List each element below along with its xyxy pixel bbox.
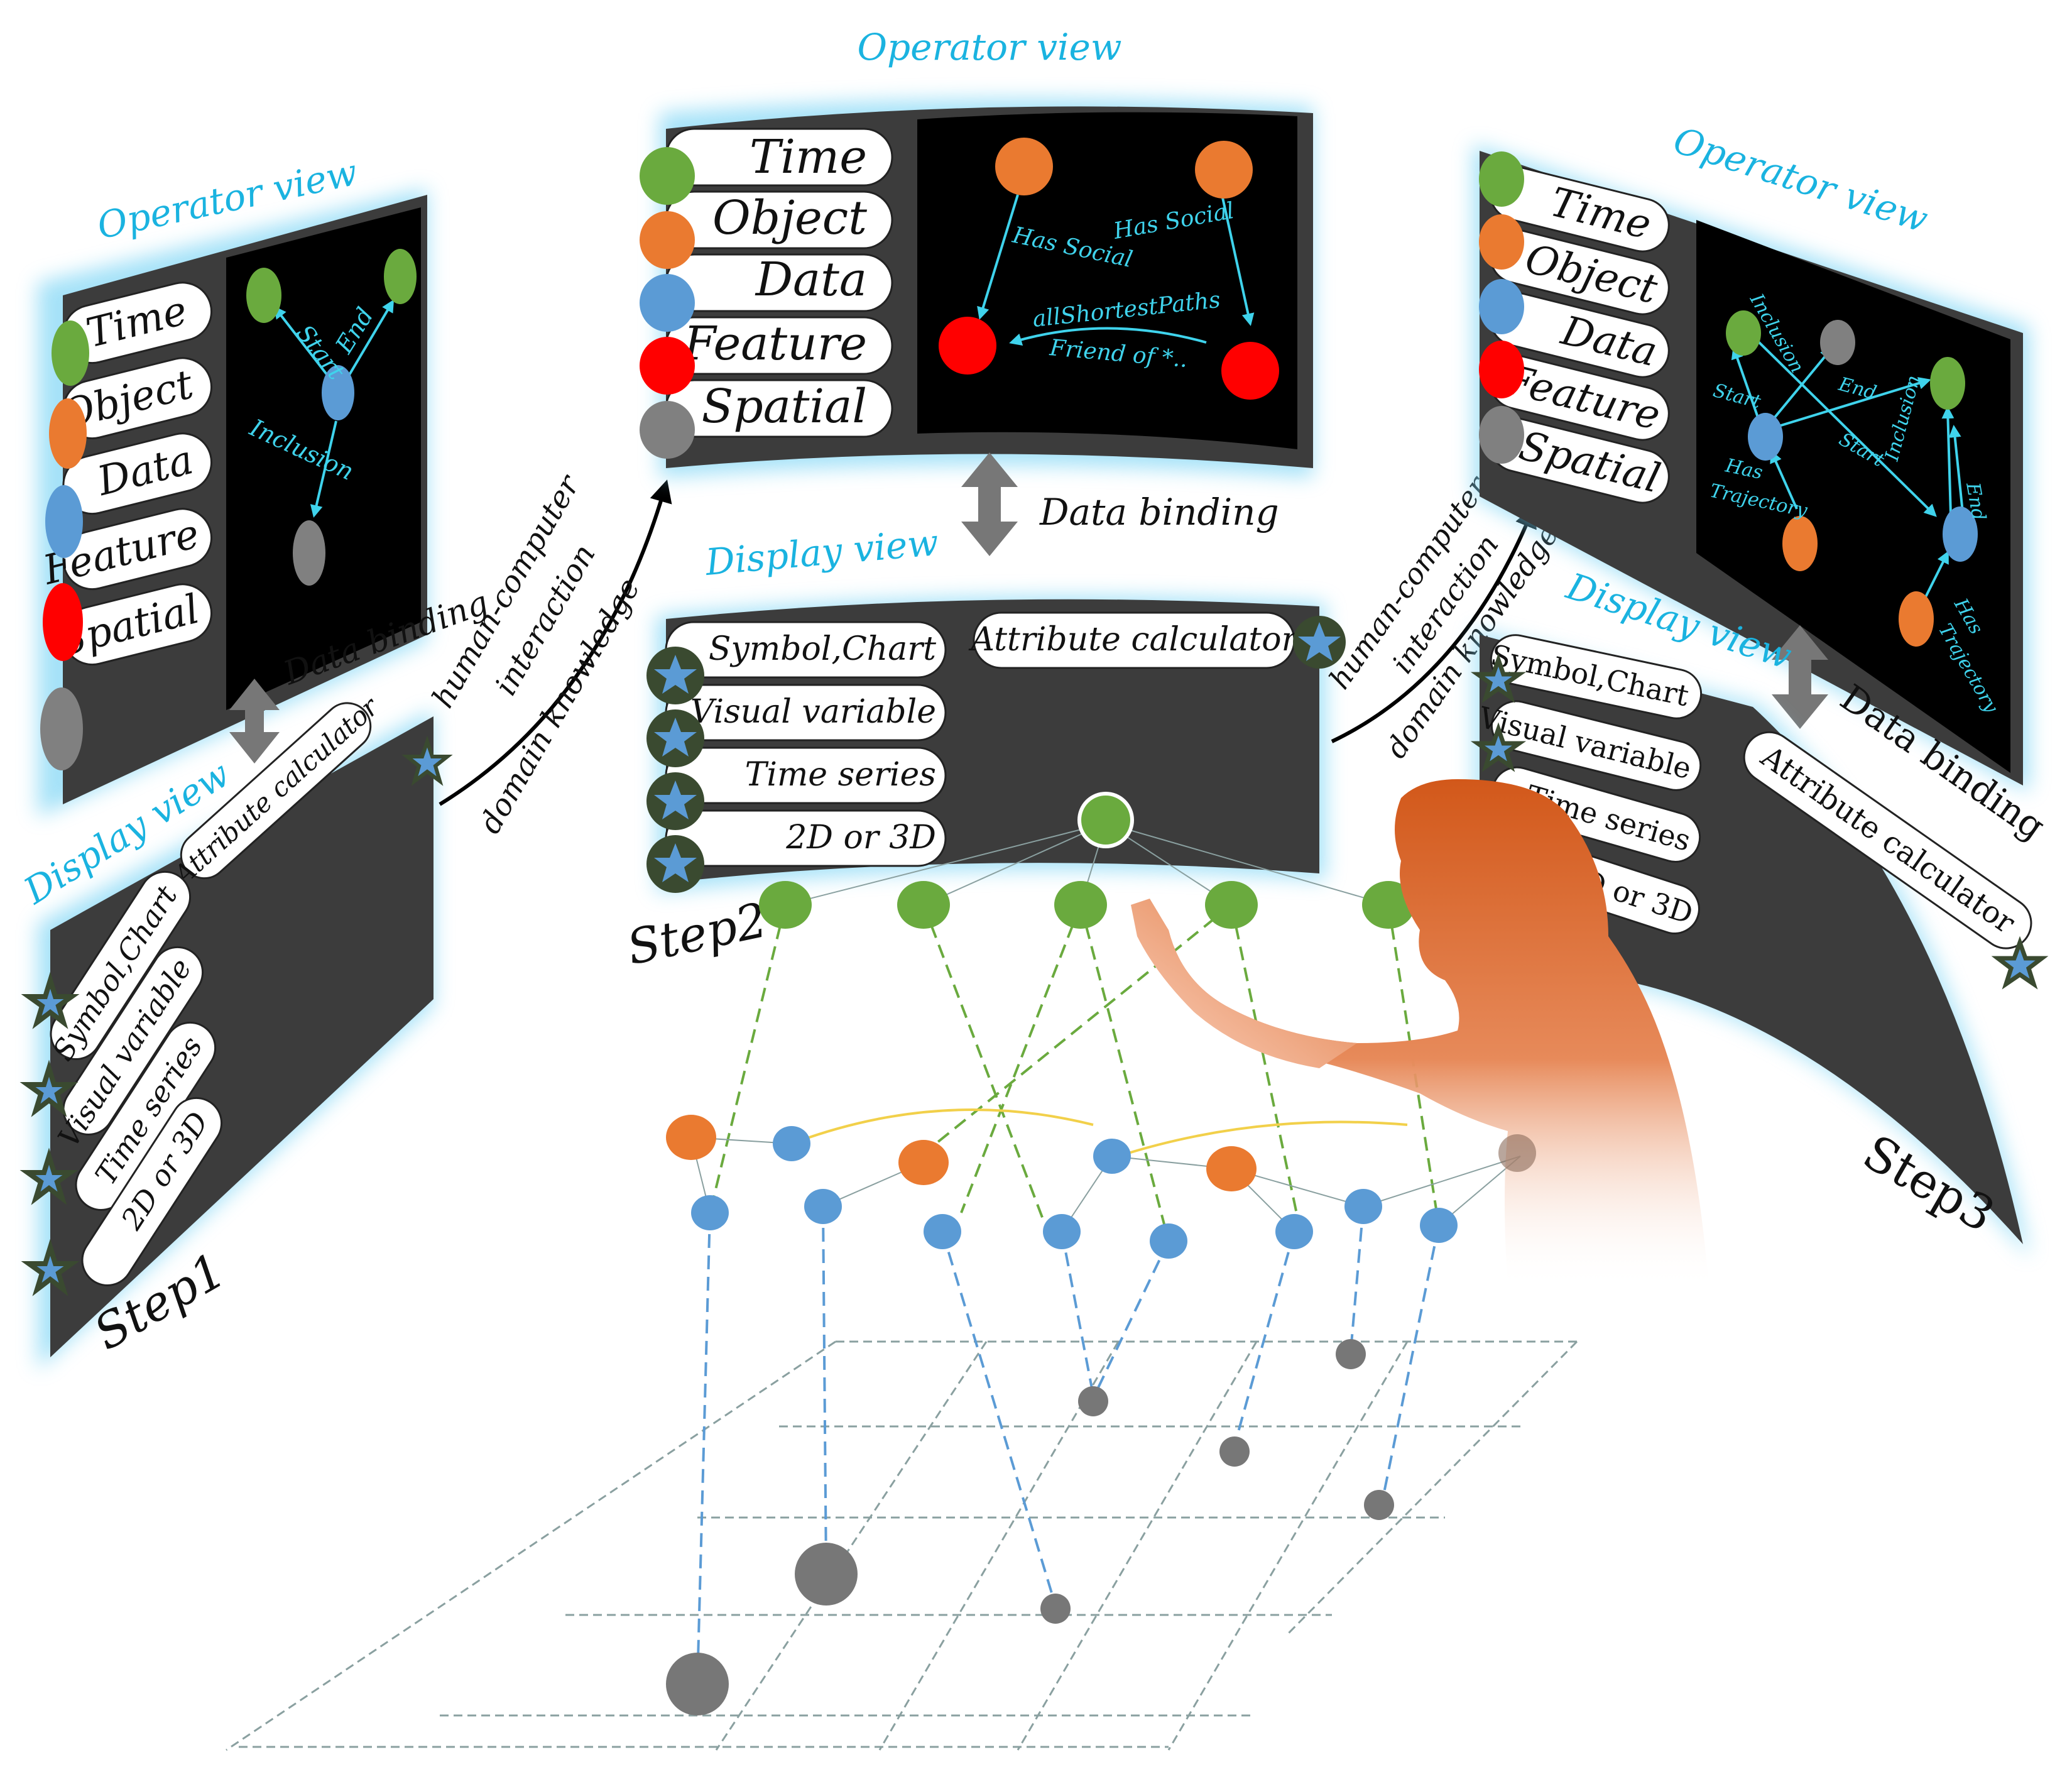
grid-node-5 bbox=[1219, 1436, 1250, 1467]
step1-dot-spatial bbox=[40, 687, 83, 770]
graph-node-time-3[interactable] bbox=[1054, 881, 1107, 929]
step1-data-binding-arrow bbox=[229, 679, 280, 763]
step2-pill-feature: Feature bbox=[682, 317, 867, 371]
person-silhouette bbox=[1131, 779, 1709, 1288]
step2-display-2d-3d[interactable]: 2D or 3D bbox=[785, 819, 936, 856]
graph-node-data-5[interactable] bbox=[924, 1214, 961, 1249]
step3-group: Operator view Time Object Data Feature S… bbox=[1470, 119, 2053, 1257]
graph-node-data-3[interactable] bbox=[691, 1195, 729, 1230]
step2-dot-feature bbox=[640, 337, 695, 395]
step2-calculator-star-icon[interactable] bbox=[1298, 622, 1341, 661]
grid-node-4 bbox=[1078, 1386, 1108, 1416]
step1-dot-time bbox=[52, 320, 89, 386]
step2-star-icon-3[interactable] bbox=[654, 780, 697, 819]
step3-node-data-a bbox=[1748, 413, 1783, 461]
step2-display-time-series[interactable]: Time series bbox=[745, 756, 936, 794]
step2-data-binding-label: Data binding bbox=[1039, 491, 1279, 533]
step3-dot-data bbox=[1479, 279, 1524, 334]
step2-pill-data: Data bbox=[755, 253, 867, 307]
step2-operator-view-label: Operator view bbox=[858, 26, 1122, 68]
graph-node-data-10[interactable] bbox=[1420, 1208, 1458, 1243]
step2-pill-spatial: Spatial bbox=[702, 380, 867, 434]
step3-node-object-b bbox=[1899, 591, 1934, 647]
step2-label: Step2 bbox=[622, 892, 772, 976]
spatial-grid bbox=[226, 1340, 1578, 1751]
graph-node-time-1[interactable] bbox=[759, 881, 812, 929]
step2-dot-spatial bbox=[640, 401, 695, 459]
step2-attribute-calculator[interactable]: Attribute calculator bbox=[969, 621, 1299, 659]
step1-star-icon-3[interactable] bbox=[19, 1147, 79, 1205]
graph-node-object-2[interactable] bbox=[898, 1140, 949, 1185]
graph-node-time-5[interactable] bbox=[1362, 881, 1415, 929]
step2-node-object-b bbox=[1195, 141, 1253, 199]
graph-node-time-4[interactable] bbox=[1205, 881, 1258, 929]
step3-dot-spatial bbox=[1479, 406, 1524, 464]
step1-node-spatial bbox=[293, 520, 325, 586]
step2-display-visual-variable[interactable]: Visual variable bbox=[690, 693, 936, 731]
graph-node-data-9[interactable] bbox=[1344, 1189, 1382, 1224]
step2-operator-screen bbox=[917, 112, 1297, 450]
step2-dot-data bbox=[640, 274, 695, 332]
step1-node-data bbox=[322, 365, 354, 420]
step1-operator-screen bbox=[226, 207, 421, 710]
step2-dot-object bbox=[640, 211, 695, 269]
step1-dot-object bbox=[49, 398, 87, 469]
step2-dot-time bbox=[640, 147, 695, 205]
step2-data-binding-arrow bbox=[961, 452, 1018, 556]
step2-group: Operator view Time Object Data Feature S… bbox=[622, 26, 1346, 976]
step1-star-icon-4[interactable] bbox=[21, 1239, 80, 1296]
grid-node-2 bbox=[795, 1543, 858, 1606]
network-graph bbox=[666, 792, 1521, 1715]
step1-dot-feature bbox=[43, 583, 83, 661]
hci-arrow-left: human-computer interaction domain knowle… bbox=[425, 468, 672, 840]
step1-node-time-b bbox=[384, 249, 417, 304]
step3-node-time-b bbox=[1930, 357, 1965, 410]
step2-node-feature-b bbox=[1221, 342, 1279, 400]
step2-pill-time: Time bbox=[750, 130, 867, 184]
step2-star-icon-4[interactable] bbox=[654, 843, 697, 882]
grid-node-6 bbox=[1336, 1339, 1366, 1369]
step2-star-icon-2[interactable] bbox=[654, 718, 697, 757]
step3-calculator-star-icon[interactable] bbox=[1991, 936, 2049, 990]
graph-node-data-2[interactable] bbox=[1093, 1139, 1131, 1174]
step1-star-icon-2[interactable] bbox=[19, 1059, 79, 1117]
step3-data-binding-arrow bbox=[1772, 625, 1828, 729]
step2-display-view-label: Display view bbox=[703, 521, 940, 584]
graph-node-object-3[interactable] bbox=[1206, 1146, 1257, 1191]
step1-node-time-a bbox=[246, 268, 281, 323]
grid-node-7 bbox=[1364, 1490, 1394, 1520]
graph-node-time-2[interactable] bbox=[897, 881, 950, 929]
grid-node-1 bbox=[666, 1653, 729, 1715]
step3-node-time-a bbox=[1726, 310, 1761, 356]
step2-pill-object: Object bbox=[712, 191, 867, 245]
graph-node-data-4[interactable] bbox=[804, 1189, 842, 1224]
step3-dot-feature bbox=[1479, 341, 1524, 398]
step3-node-object-a bbox=[1782, 516, 1818, 571]
step2-star-icon-1[interactable] bbox=[654, 655, 697, 694]
step3-dot-object bbox=[1479, 214, 1524, 270]
step2-node-object-a bbox=[995, 138, 1053, 195]
step3-star-icon-2[interactable] bbox=[1470, 722, 1527, 772]
graph-node-data-1[interactable] bbox=[773, 1126, 810, 1161]
grid-node-3 bbox=[1040, 1594, 1071, 1624]
step3-star-icon-1[interactable] bbox=[1470, 653, 1527, 703]
step1-dot-data bbox=[45, 485, 83, 558]
step1-calculator-star-icon[interactable] bbox=[401, 735, 453, 786]
step2-node-feature-a bbox=[939, 317, 996, 375]
graph-node-data-6[interactable] bbox=[1043, 1214, 1081, 1249]
graph-node-time-center[interactable] bbox=[1077, 792, 1134, 848]
step3-dot-time bbox=[1479, 151, 1524, 207]
step1-star-icon-1[interactable] bbox=[21, 971, 80, 1029]
step3-display-panel bbox=[1480, 635, 2023, 1244]
step2-display-symbol-chart[interactable]: Symbol,Chart bbox=[709, 630, 936, 668]
step3-node-spatial bbox=[1820, 320, 1855, 365]
step1-group: Time Object Data Feature Spatial Start E… bbox=[16, 151, 493, 1370]
graph-node-data-7[interactable] bbox=[1150, 1223, 1187, 1259]
graph-node-object-1[interactable] bbox=[666, 1115, 716, 1160]
graph-node-data-8[interactable] bbox=[1275, 1214, 1313, 1249]
step3-node-data-b bbox=[1943, 506, 1978, 562]
